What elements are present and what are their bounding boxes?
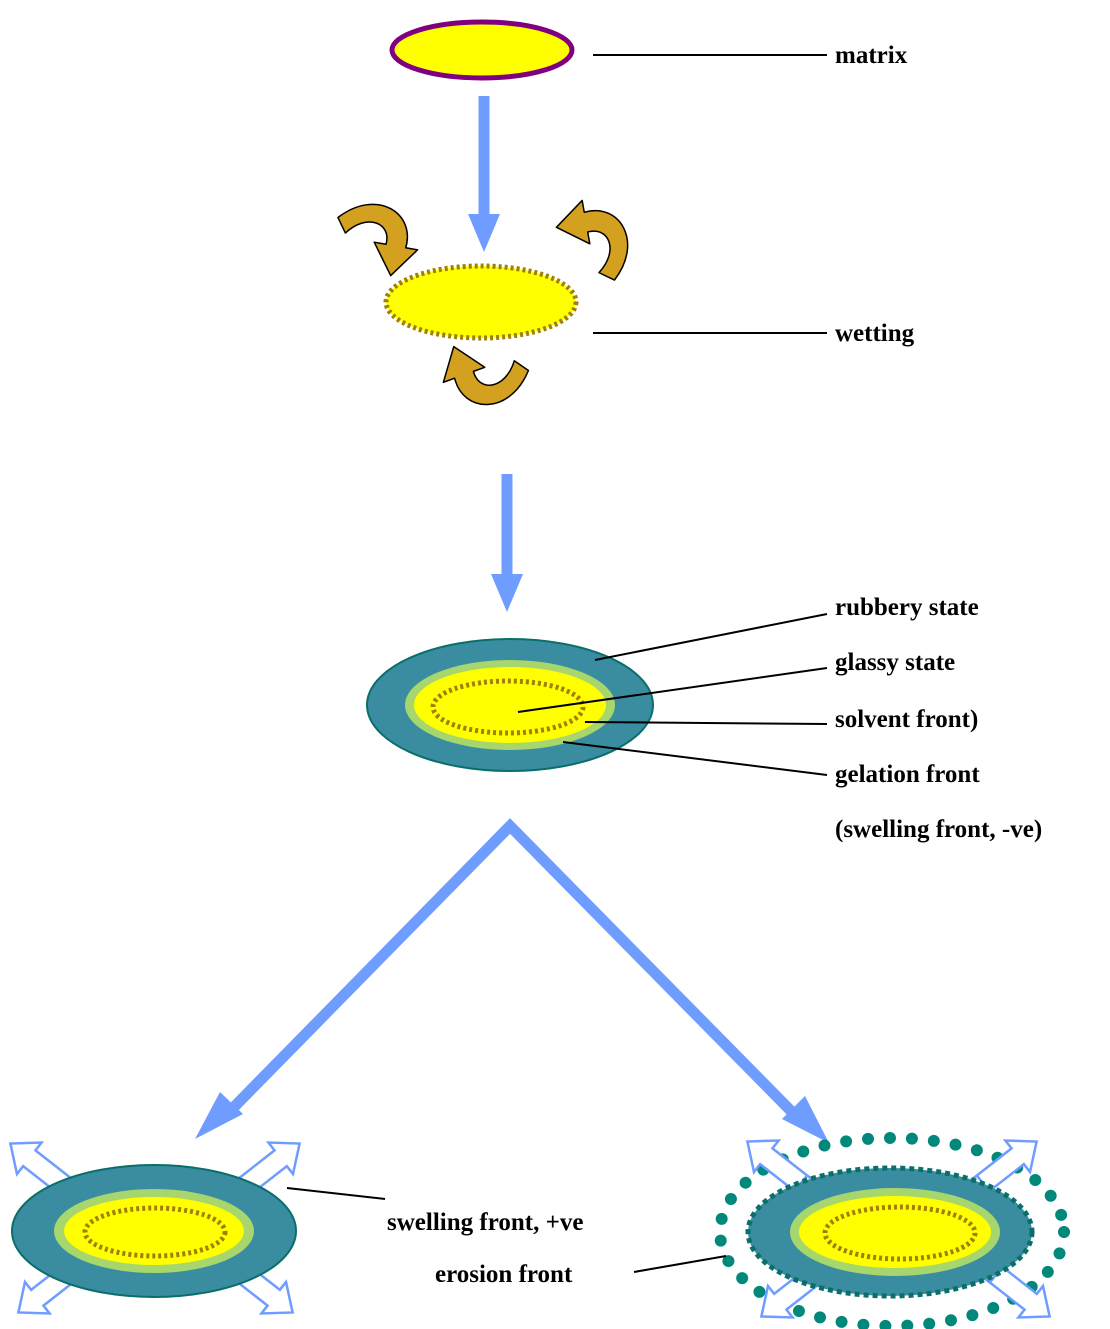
matrix-tablet xyxy=(392,22,572,78)
branch-arrow-icon xyxy=(195,826,829,1143)
erosion-leader-line xyxy=(634,1256,726,1272)
solvent-front-label: solvent front) xyxy=(835,706,978,733)
curved-arrow-icon xyxy=(330,198,424,279)
rubbery-leader-line xyxy=(595,614,827,660)
wetting-label: wetting xyxy=(835,320,915,347)
matrix-label: matrix xyxy=(835,42,908,69)
curved-arrow-icon xyxy=(553,194,634,288)
glassy-core xyxy=(414,667,606,743)
erosion-front-label: erosion front xyxy=(435,1261,573,1288)
gelation-leader-line xyxy=(563,742,827,775)
swelling-front-positive-label: swelling front, +ve xyxy=(387,1209,583,1236)
swelling-positive-leader-line xyxy=(287,1188,385,1199)
eroding-tablet xyxy=(720,1126,1064,1329)
down-arrow-icon xyxy=(491,474,523,612)
glassy-state-label: glassy state xyxy=(835,649,955,676)
gelation-front-label: gelation front xyxy=(835,761,980,788)
swelling-front-negative-label: (swelling front, -ve) xyxy=(835,816,1042,843)
down-arrow-icon xyxy=(468,96,500,252)
wetted-matrix xyxy=(386,266,576,338)
swelling-tablet xyxy=(0,1128,312,1328)
rubbery-state-label: rubbery state xyxy=(835,594,979,621)
